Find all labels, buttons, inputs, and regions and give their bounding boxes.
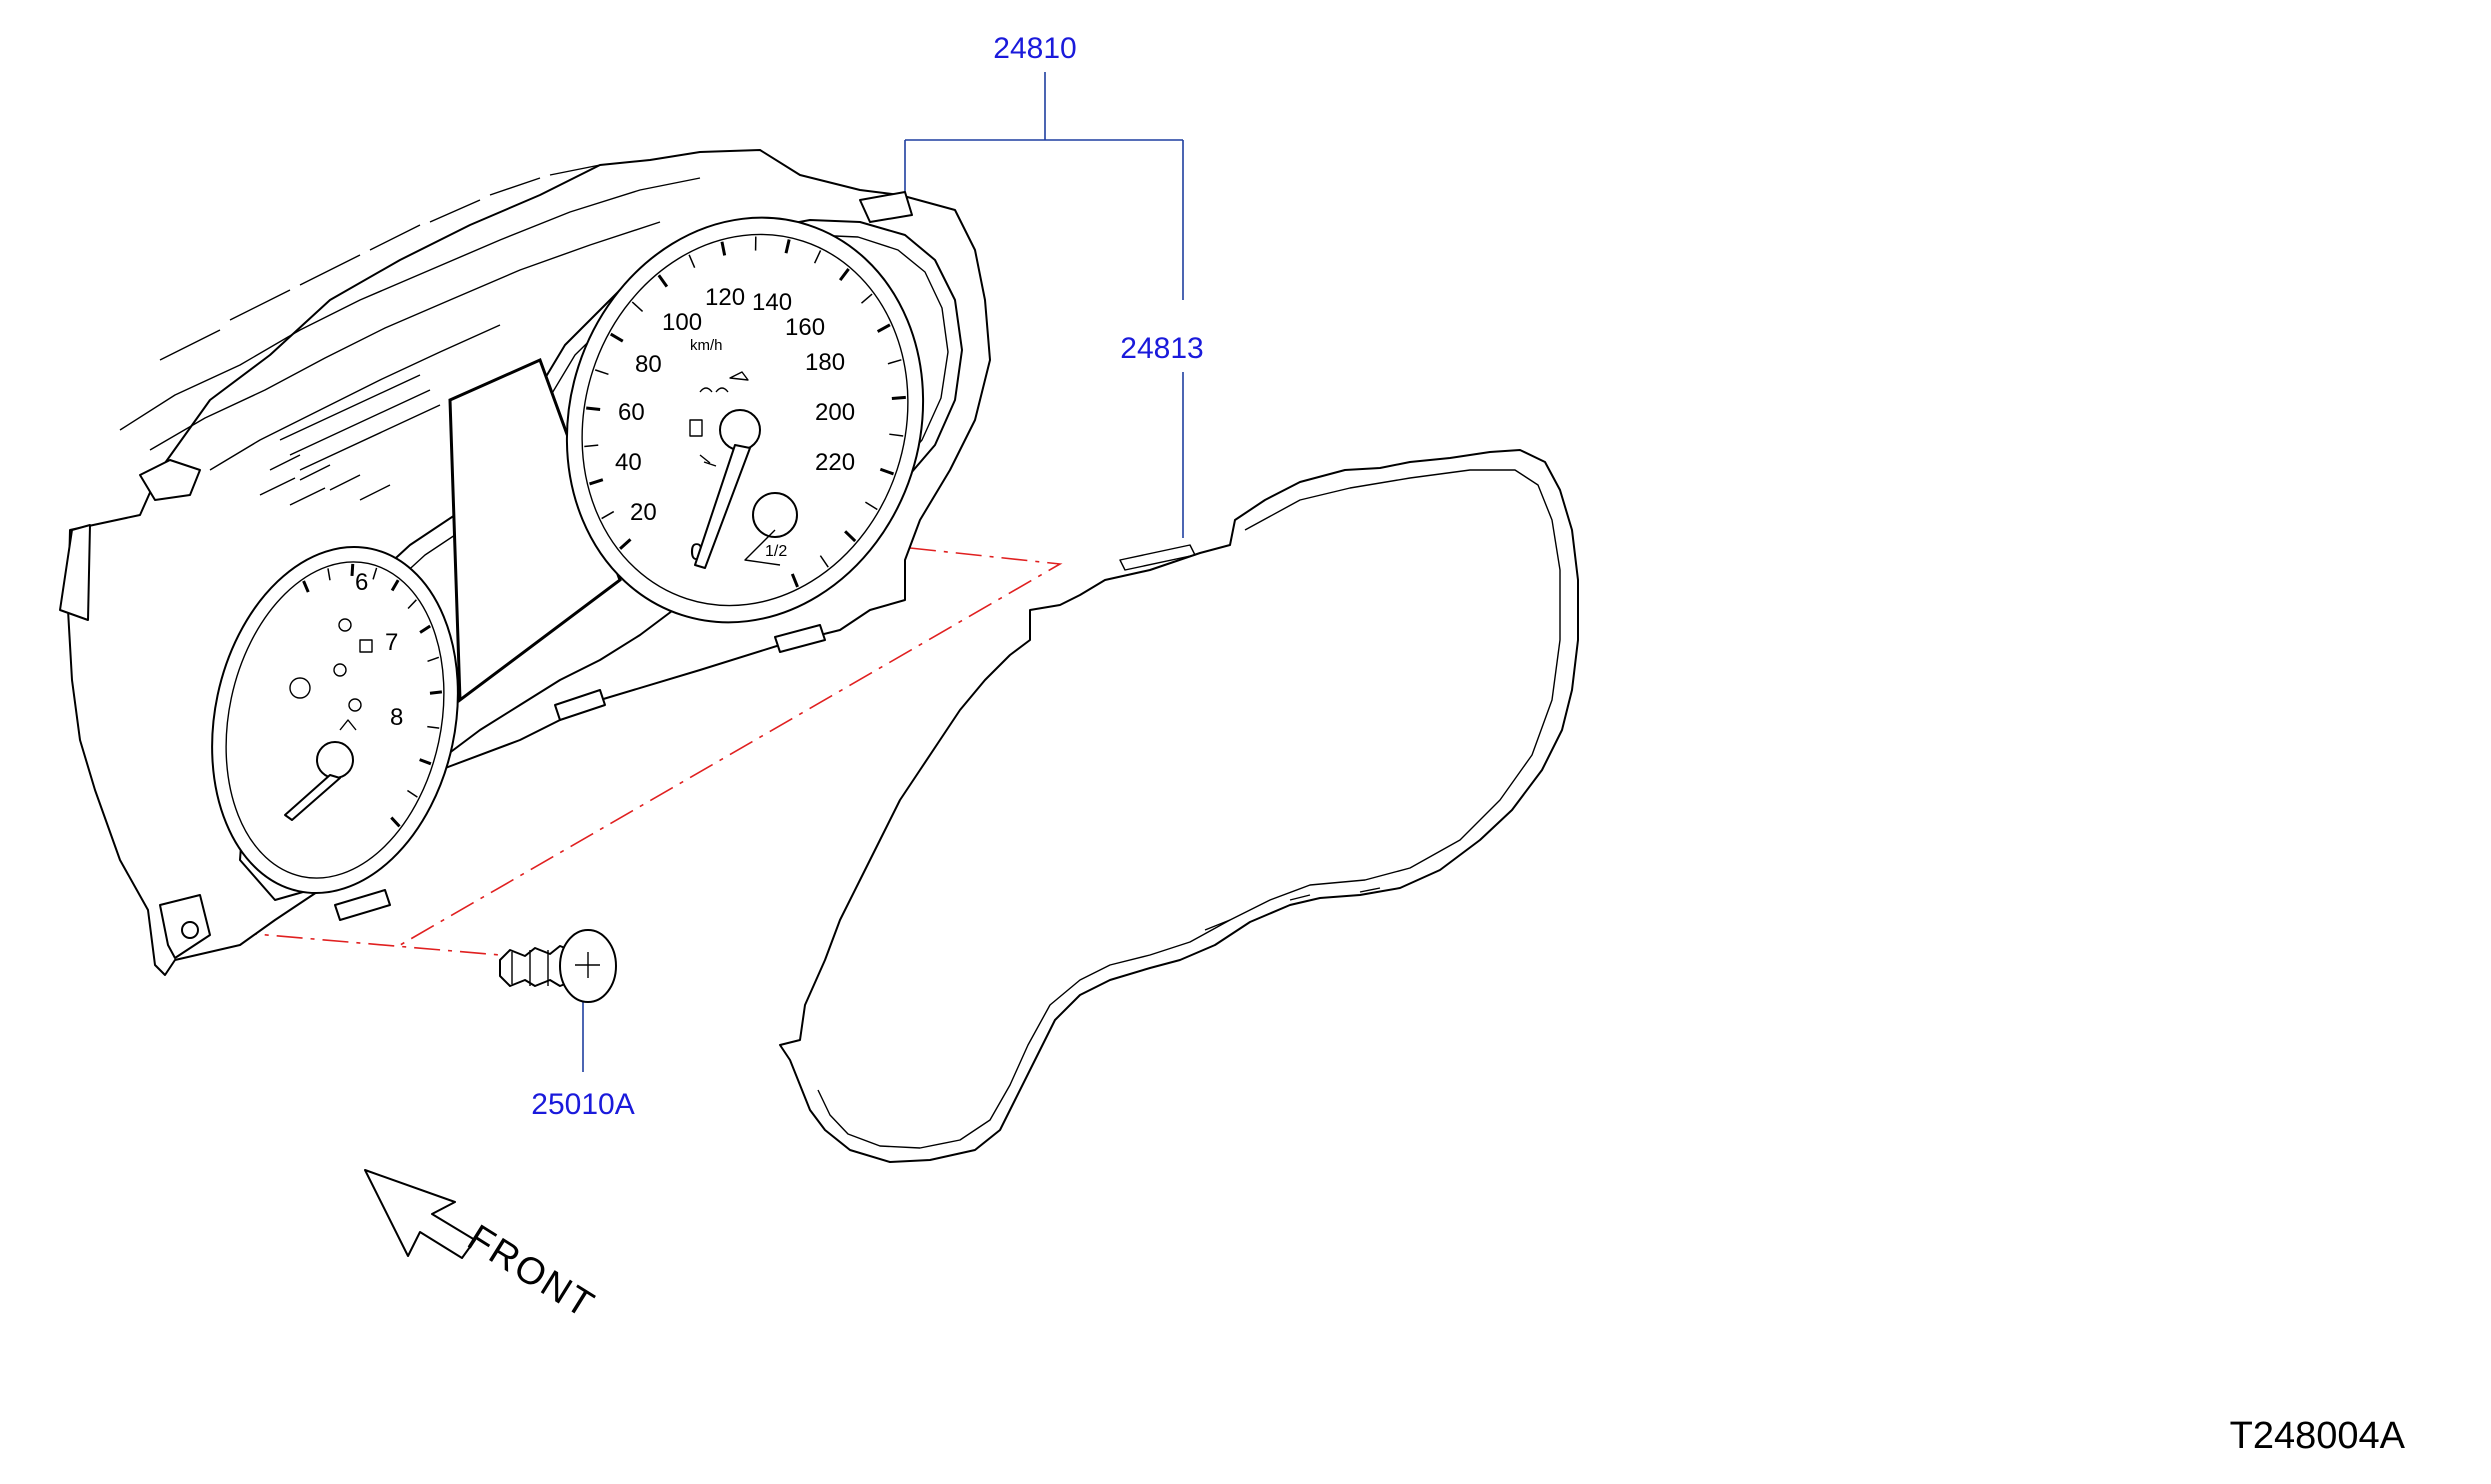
tacho-needle <box>284 774 341 821</box>
part-label-25010A[interactable]: 25010A <box>531 1088 634 1121</box>
check-engine-icon <box>348 698 362 712</box>
tacho-tick-6: 6 <box>355 569 368 596</box>
tachometer-dial: 6 7 8 <box>211 546 459 894</box>
dial-tick-mark <box>887 359 902 365</box>
dial-tick-mark <box>879 467 895 476</box>
dial-tick-mark <box>891 395 906 401</box>
speedo-tick-200: 200 <box>815 399 855 426</box>
dial-tick-mark <box>589 478 604 486</box>
speedo-tick-140: 140 <box>752 289 792 316</box>
dial-tick-mark <box>619 538 632 550</box>
dial-tick-mark <box>657 274 669 288</box>
fog-lamp-icon <box>339 719 357 731</box>
speedo-tick-100: 100 <box>662 309 702 336</box>
headlight-icon <box>338 618 352 632</box>
tacho-tick-8: 8 <box>390 704 403 731</box>
dial-tick-mark <box>784 239 791 254</box>
dial-tick-mark <box>584 444 599 448</box>
dial-tick-mark <box>790 573 799 588</box>
washer-icon <box>729 371 749 381</box>
speedo-tick-20: 20 <box>630 499 657 526</box>
instrument-cluster: 0 20 40 60 80 100 120 140 160 180 200 22… <box>59 149 991 976</box>
tacho-tick-7: 7 <box>385 629 398 656</box>
speedo-unit: km/h <box>690 337 723 354</box>
callout-24813[interactable]: 24813 <box>1120 332 1204 538</box>
part-label-24810[interactable]: 24810 <box>993 32 1076 65</box>
dial-tick-mark <box>688 254 696 268</box>
speedo-tick-60: 60 <box>618 399 645 426</box>
seatbelt-icon <box>699 454 717 467</box>
speedo-tick-180: 180 <box>805 349 845 376</box>
dial-tick-mark <box>720 241 727 256</box>
dial-tick-mark <box>407 789 418 798</box>
dial-tick-mark <box>302 580 310 593</box>
dial-tick-mark <box>594 369 609 376</box>
dial-tick-mark <box>419 758 432 766</box>
parking-brake-icon <box>359 639 373 653</box>
speedo-tick-80: 80 <box>635 351 662 378</box>
dial-tick-mark <box>427 656 440 663</box>
tacho-hub <box>316 741 354 779</box>
speedo-tick-160: 160 <box>785 314 825 341</box>
screw-25010A <box>499 929 617 1003</box>
abs-icon <box>333 663 347 677</box>
meter-lens-finisher <box>779 449 1579 1163</box>
dial-tick-mark <box>860 293 873 304</box>
wiper-icon <box>699 387 729 393</box>
dial-tick-mark <box>876 323 891 333</box>
dial-tick-mark <box>390 579 400 592</box>
speedo-tick-220: 220 <box>815 449 855 476</box>
dial-tick-mark <box>419 624 431 634</box>
dial-tick-mark <box>631 301 644 313</box>
callout-24810[interactable]: 24810 <box>904 32 1184 300</box>
dial-tick-mark <box>390 816 401 828</box>
dial-tick-mark <box>372 567 378 580</box>
dial-tick-mark <box>327 568 331 581</box>
front-direction-indicator: FRONT <box>364 1169 602 1327</box>
speedo-tick-120: 120 <box>705 284 745 311</box>
speedo-tick-40: 40 <box>615 449 642 476</box>
dial-tick-mark <box>864 501 878 511</box>
lcd-display <box>448 357 622 703</box>
dial-tick-mark <box>350 563 355 577</box>
diagram-code: T248004A <box>2230 1415 2406 1457</box>
dial-tick-mark <box>586 406 601 411</box>
dial-tick-mark <box>813 250 822 264</box>
speedometer-dial: 0 20 40 60 80 100 120 140 160 180 200 22… <box>565 216 925 624</box>
speedo-needle <box>694 444 751 569</box>
front-label: FRONT <box>460 1217 602 1327</box>
dial-tick-mark <box>407 599 417 610</box>
dial-tick-mark <box>819 555 829 568</box>
fuel-gauge-label: 1/2 <box>765 543 787 560</box>
dial-tick-mark <box>838 268 850 282</box>
front-arrow-icon <box>364 1169 476 1259</box>
dial-tick-mark <box>429 690 443 695</box>
dial-tick-mark <box>889 433 904 437</box>
dial-tick-mark <box>601 510 615 520</box>
speedo-hub <box>719 409 761 451</box>
dial-tick-mark <box>844 530 857 543</box>
callout-25010A[interactable]: 25010A <box>531 990 635 1121</box>
fuel-door-icon <box>689 419 703 437</box>
part-label-24813[interactable]: 24813 <box>1120 332 1203 365</box>
dial-tick-mark <box>609 332 624 343</box>
dial-tick-mark <box>427 725 440 729</box>
fuel-gauge-hub <box>752 492 798 538</box>
